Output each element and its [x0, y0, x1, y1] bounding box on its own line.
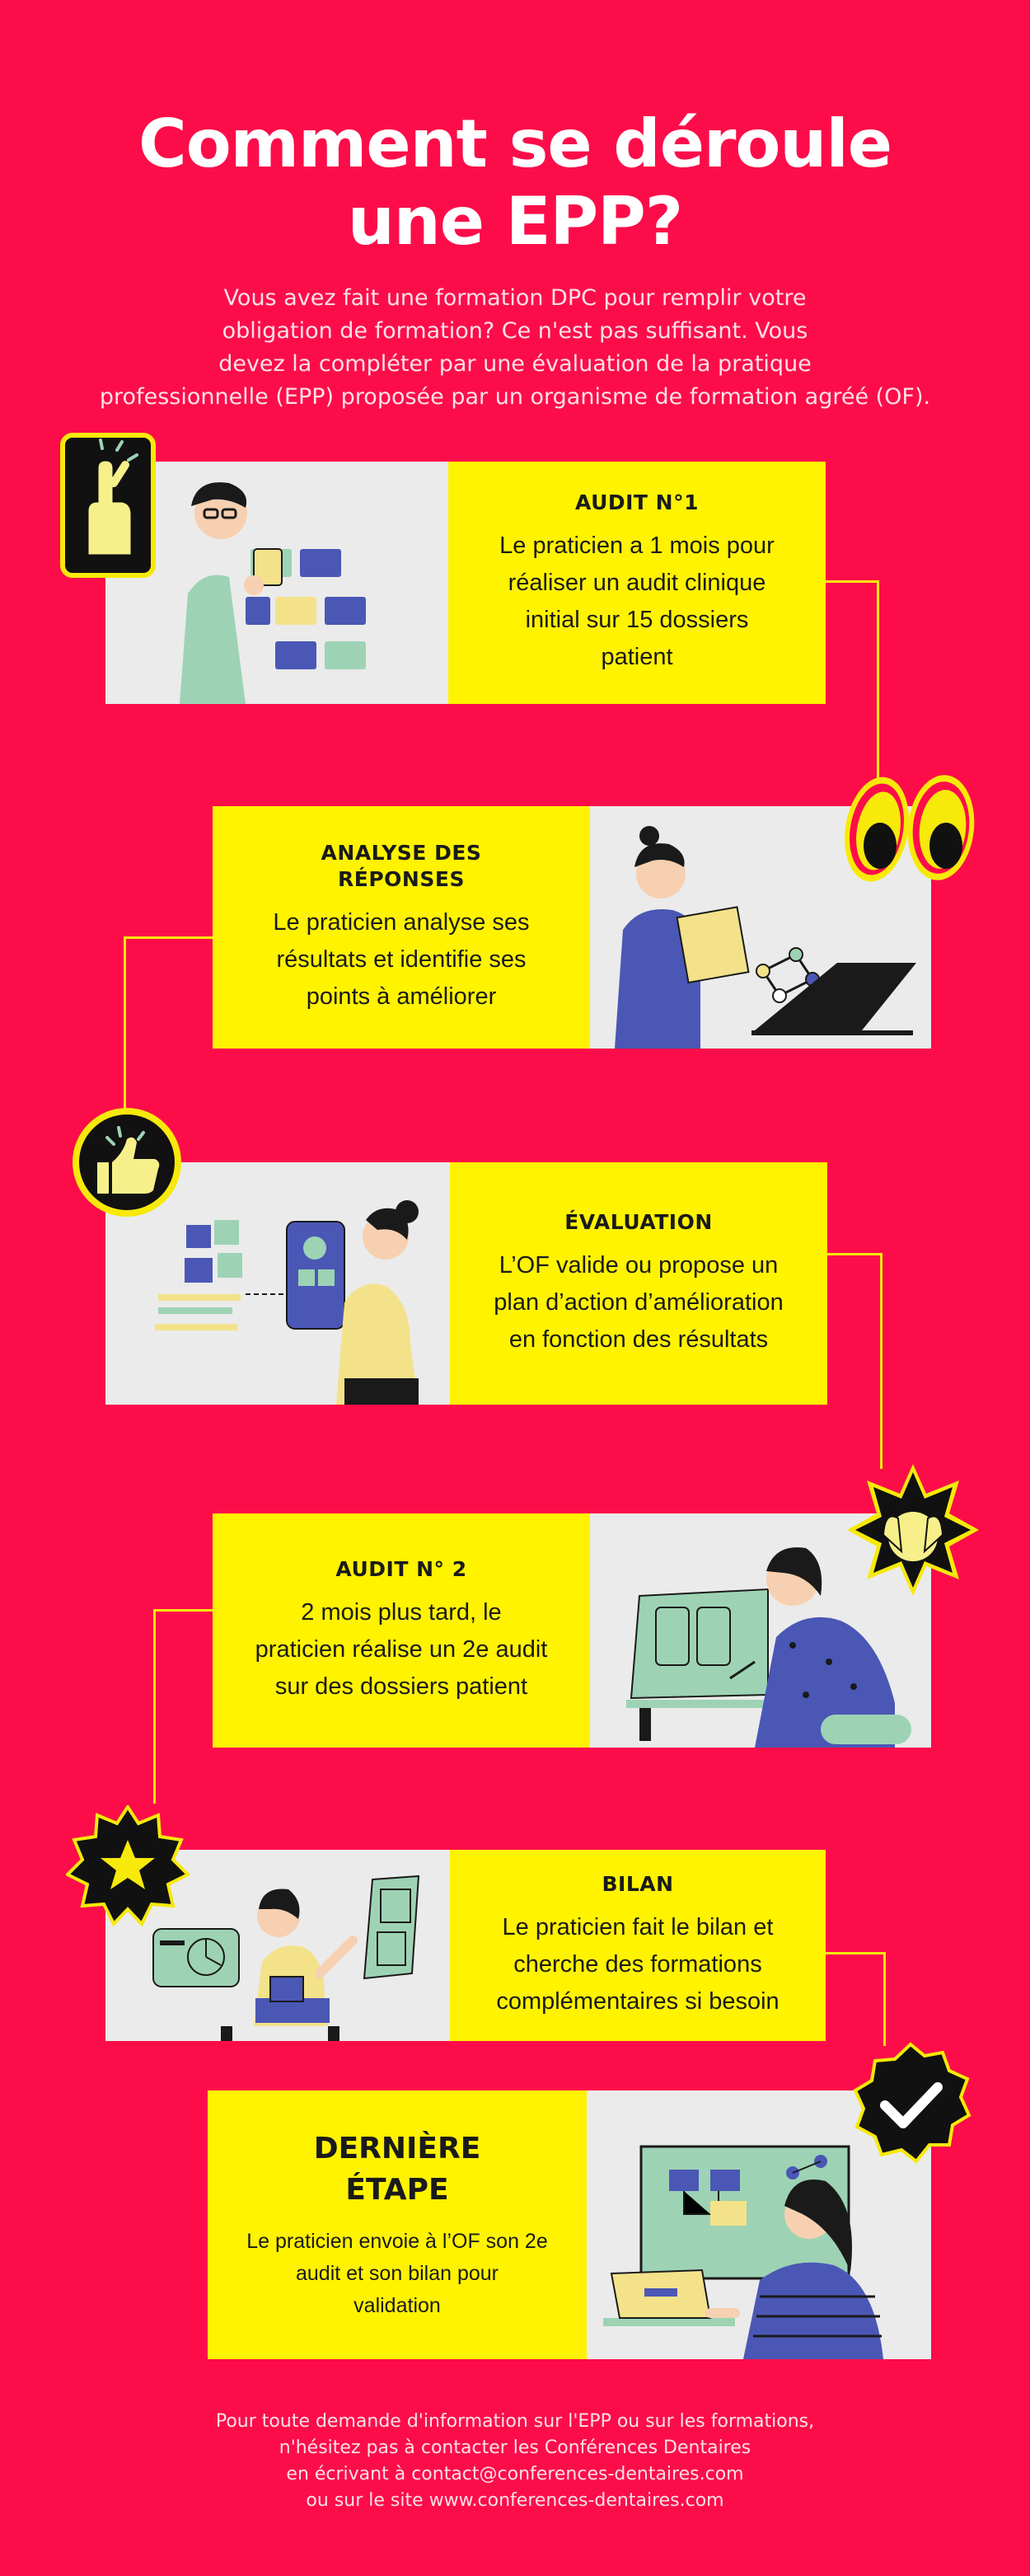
step-6-title: DERNIÈRE ÉTAPE [314, 2128, 481, 2211]
finger-cross-icon [59, 432, 157, 579]
star-icon [64, 1804, 191, 1929]
step-text-line: Le praticien envoie à l’OF son 2e [246, 2229, 548, 2253]
step-1-text: Le praticien a 1 mois pour réaliser un a… [499, 528, 775, 676]
step-4-text: 2 mois plus tard, le praticien réalise u… [255, 1594, 548, 1706]
step-text-line: initial sur 15 dossiers [525, 607, 749, 633]
step-text-line: plan d’action d’amélioration [494, 1288, 784, 1316]
step-4-title: AUDIT N° 2 [335, 1556, 466, 1583]
page-title-line-2: une EPP? [347, 183, 683, 260]
step-text-line: Le praticien a 1 mois pour [499, 533, 775, 559]
step-text-line: points à améliorer [306, 983, 497, 1010]
step-title-line: AUDIT N°1 [574, 490, 699, 514]
step-1-title: AUDIT N°1 [575, 490, 699, 516]
connector-line [153, 1609, 156, 1804]
step-text-line: patient [601, 644, 673, 670]
step-5-card: BILAN Le praticien fait le bilan et cher… [450, 1850, 826, 2041]
eyes-icon [840, 770, 979, 887]
footer-contact: Pour toute demande d'information sur l'E… [0, 2409, 1030, 2514]
step-text-line: cherche des formations [513, 1950, 762, 1978]
step-2-title: ANALYSE DES RÉPONSES [321, 840, 482, 893]
step-4-illustration [590, 1513, 931, 1748]
step-2-illustration [590, 806, 931, 1049]
footer-line: Pour toute demande d'information sur l'E… [215, 2411, 815, 2432]
footer-line: n'hésitez pas à contacter les Conférence… [279, 2438, 751, 2458]
step-text-line: 2 mois plus tard, le [301, 1598, 502, 1626]
intro-line: devez la compléter par une évaluation de… [218, 351, 812, 377]
connector-line [877, 580, 879, 778]
step-text-line: validation [353, 2293, 441, 2317]
step-1-illustration [105, 462, 448, 704]
connector-line [826, 1253, 882, 1255]
step-3-title: ÉVALUATION [564, 1209, 713, 1236]
connector-line [826, 1952, 885, 1954]
step-text-line: complémentaires si besoin [496, 1987, 780, 2015]
connector-line [883, 1952, 886, 2046]
step-text-line: résultats et identifie ses [276, 945, 527, 973]
step-title-line: DERNIÈRE [313, 2131, 481, 2165]
connector-line [826, 580, 878, 583]
connector-line [155, 1609, 213, 1612]
step-text-line: Le praticien analyse ses [273, 908, 530, 936]
connector-line [125, 936, 213, 939]
step-text-line: Le praticien fait le bilan et [502, 1913, 774, 1940]
step-6-card: DERNIÈRE ÉTAPE Le praticien envoie à l’O… [208, 2090, 587, 2359]
intro-line: professionnelle (EPP) proposée par un or… [99, 384, 931, 410]
step-6-illustration [587, 2090, 931, 2359]
page-title: Comment se déroule une EPP? [0, 106, 1030, 260]
step-title-line: RÉPONSES [338, 866, 465, 891]
step-text-line: praticien réalise un 2e audit [255, 1635, 548, 1663]
step-title-line: ANALYSE DES [321, 840, 482, 865]
checkmark-icon [849, 2041, 972, 2165]
hands-surprise-icon [844, 1461, 982, 1599]
step-1-card: AUDIT N°1 Le praticien a 1 mois pour réa… [448, 462, 826, 704]
step-text-line: réaliser un audit clinique [508, 570, 766, 596]
connector-line [124, 936, 126, 1119]
step-title-line: ÉTAPE [345, 2172, 449, 2207]
step-3-text: L’OF valide ou propose un plan d’action … [494, 1247, 783, 1358]
step-title-line: BILAN [602, 1871, 674, 1896]
connector-line [880, 1253, 883, 1469]
step-text-line: sur des dossiers patient [274, 1673, 528, 1700]
step-text-line: en fonction des résultats [508, 1326, 769, 1353]
step-title-line: AUDIT N° 2 [335, 1556, 467, 1581]
step-title-line: ÉVALUATION [564, 1209, 713, 1234]
thumbs-up-icon [69, 1105, 185, 1220]
page-title-line-1: Comment se déroule [138, 106, 892, 182]
step-text-line: audit et son bilan pour [295, 2261, 499, 2285]
intro-line: obligation de formation? Ce n'est pas su… [222, 318, 808, 344]
step-3-card: ÉVALUATION L’OF valide ou propose un pla… [450, 1162, 827, 1405]
footer-email-line: en écrivant à contact@conferences-dentai… [286, 2464, 744, 2485]
intro-paragraph: Vous avez fait une formation DPC pour re… [49, 282, 981, 414]
step-5-title: BILAN [602, 1871, 673, 1898]
footer-website-line: ou sur le site www.conferences-dentaires… [306, 2490, 724, 2511]
step-6-text: Le praticien envoie à l’OF son 2e audit … [246, 2226, 548, 2322]
step-text-line: L’OF valide ou propose un [499, 1251, 779, 1279]
step-4-card: AUDIT N° 2 2 mois plus tard, le praticie… [213, 1513, 590, 1748]
step-2-card: ANALYSE DES RÉPONSES Le praticien analys… [213, 806, 590, 1049]
step-5-text: Le praticien fait le bilan et cherche de… [496, 1909, 779, 2020]
intro-line: Vous avez fait une formation DPC pour re… [223, 285, 807, 311]
step-2-text: Le praticien analyse ses résultats et id… [273, 904, 529, 1016]
